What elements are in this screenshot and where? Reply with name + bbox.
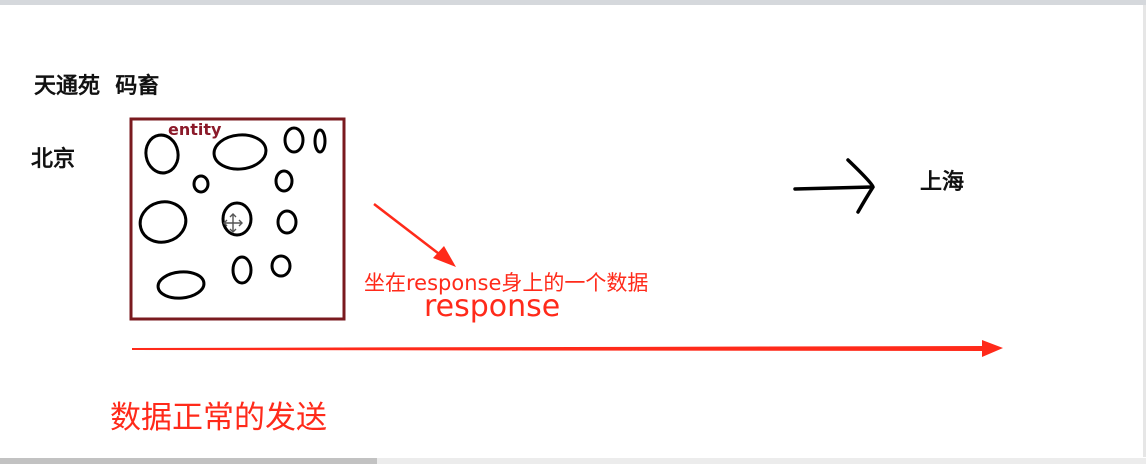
data-item	[138, 200, 188, 244]
data-items	[138, 126, 327, 300]
black-arrow	[793, 158, 875, 214]
entity-label: entity	[168, 120, 222, 139]
red-long-arrow	[132, 340, 1003, 357]
data-item	[270, 254, 292, 278]
entity-box	[129, 117, 346, 321]
data-item	[144, 133, 180, 175]
top-bar	[0, 0, 1146, 5]
data-item	[313, 128, 327, 154]
move-cursor-icon	[223, 213, 243, 233]
scrollbar-thumb[interactable]	[0, 458, 377, 464]
data-item	[274, 169, 294, 193]
data-item	[212, 133, 268, 171]
data-item	[221, 201, 253, 237]
bottom-label: 数据正常的发送	[110, 400, 327, 436]
data-item	[231, 255, 253, 285]
shanghai-label: 上海	[920, 170, 965, 195]
data-item	[283, 126, 305, 154]
scrollbar-horizontal[interactable]	[0, 458, 1146, 464]
scrollbar-vertical[interactable]	[1143, 5, 1146, 457]
data-item	[276, 209, 298, 235]
data-item	[192, 174, 210, 194]
top-left-label: 天通苑 码畜	[34, 74, 160, 99]
response-label: response	[424, 289, 561, 324]
beijing-label: 北京	[31, 147, 76, 172]
data-item	[156, 270, 206, 300]
annotation-label: 坐在response身上的一个数据	[364, 271, 649, 295]
red-diagonal-arrow	[373, 203, 456, 267]
